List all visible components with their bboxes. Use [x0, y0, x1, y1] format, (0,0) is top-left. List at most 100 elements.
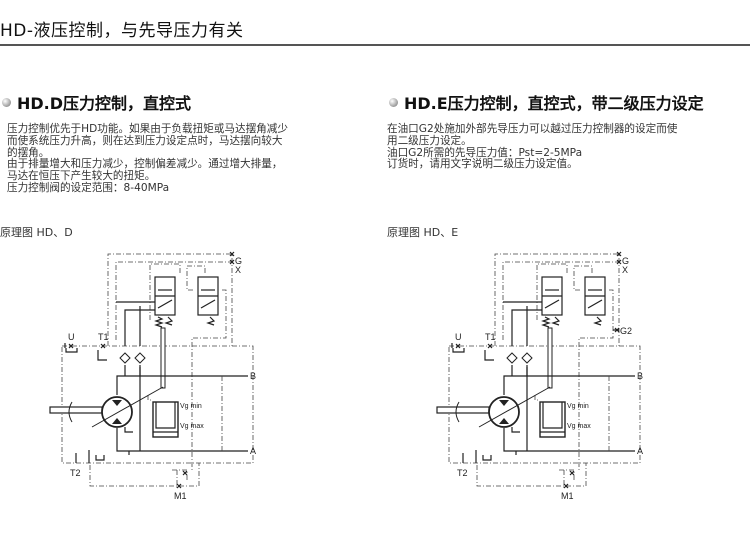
motor-shaft — [49, 406, 103, 414]
motor-flow-arrow — [499, 418, 509, 424]
label-vgmax: Vg max — [180, 423, 204, 430]
motor-icon — [101, 396, 133, 428]
label-t1: T1 — [485, 332, 496, 342]
bullet-icon — [2, 97, 11, 107]
tank-t1-icon — [97, 350, 107, 361]
label-b: B — [250, 371, 256, 381]
body-line: 订货时，请用文字说明二级压力设定值。 — [387, 158, 578, 171]
port-x — [229, 259, 235, 265]
body-line: 马达在恒压下产生较大的扭矩。 — [7, 170, 156, 183]
displacement-arrow — [478, 386, 551, 428]
body-line: 在油口G2处施加外部先导压力可以越过压力控制器的设定而使 — [387, 123, 678, 135]
diagram-label-hd-e: 原理图 HD、E — [387, 226, 459, 239]
tank-t2-icon — [95, 455, 105, 461]
section-heading-hd-d: HD.D压力控制，直控式 — [2, 90, 191, 114]
label-a: A — [250, 446, 256, 456]
heading-text: HD.E压力控制，直控式，带二级压力设定 — [404, 94, 704, 113]
drain-line — [172, 469, 188, 480]
tank-u-icon — [452, 348, 465, 353]
drain-line — [559, 469, 575, 480]
orifice — [182, 470, 188, 476]
label-vgmax: Vg max — [567, 423, 591, 430]
label-m1: M1 — [561, 491, 574, 501]
spring-icon — [206, 316, 216, 326]
drain-symbol — [511, 427, 520, 433]
body-line: 的摆角。 — [7, 146, 50, 159]
label-g: G — [235, 256, 242, 266]
port-g2 — [614, 327, 620, 333]
port-u — [455, 343, 461, 349]
spring-icon — [593, 316, 603, 326]
displacement-arrow — [91, 386, 164, 428]
pilot-line — [536, 263, 568, 320]
control-cylinder — [152, 401, 179, 438]
diagram-label-hd-d: 原理图 HD、D — [0, 226, 73, 239]
page-title: HD-液压控制，与先导压力有关 — [0, 21, 244, 41]
label-g2: G2 — [620, 326, 632, 336]
pilot-line — [186, 265, 206, 291]
line-a — [116, 428, 248, 452]
motor-icon — [488, 396, 520, 428]
drain-line-m1 — [476, 463, 587, 487]
housing-outline — [61, 345, 254, 464]
spring-icon — [541, 316, 551, 328]
body-line: 压力控制阀的设定范围：8-40MPa — [7, 181, 170, 194]
tank-t1-icon — [484, 350, 494, 361]
heading-text: HD.D压力控制，直控式 — [17, 94, 192, 113]
motor-flow-arrow — [112, 418, 122, 424]
drain-symbol — [124, 427, 133, 433]
line-b — [503, 375, 635, 395]
section-body-hd-e: 在油口G2处施加外部先导压力可以越过压力控制器的设定而使 用二级压力设定。 油口… — [387, 123, 678, 171]
body-line: 而使系统压力升高，则在达到压力设定点时，马达摆向较大 — [7, 134, 283, 147]
body-line: 油口G2所需的先导压力值：Pst=2-5MPa — [387, 146, 583, 159]
control-line — [511, 309, 542, 346]
valve-arrow — [587, 299, 603, 309]
rotation-arrow-icon — [455, 401, 460, 423]
label-t2: T2 — [70, 468, 81, 478]
control-rod — [160, 327, 166, 389]
body-line: 用二级压力设定。 — [387, 134, 472, 147]
port-g — [616, 251, 622, 257]
port-t1 — [100, 343, 106, 349]
pilot-line — [578, 289, 614, 470]
control-line — [124, 309, 155, 346]
piston — [542, 402, 563, 429]
body-line: 由于排量增大和压力减少，控制偏差减少。通过增大排量， — [7, 158, 283, 171]
rotation-arrow-icon — [68, 401, 73, 423]
tank-t2-icon — [482, 455, 492, 461]
port-t1 — [487, 343, 493, 349]
pilot-line — [147, 395, 153, 401]
pilot-line — [534, 395, 540, 401]
label-b: B — [637, 371, 643, 381]
spring-icon — [551, 316, 561, 326]
label-m1: M1 — [174, 491, 187, 501]
motor-flow-arrow — [112, 400, 122, 406]
body-line: 压力控制优先于HD功能。如果由于负载扭矩或马达摆角减少 — [7, 123, 288, 135]
pilot-line — [191, 289, 227, 470]
motor-flow-arrow — [499, 400, 509, 406]
section-body-hd-d: 压力控制优先于HD功能。如果由于负载扭矩或马达摆角减少 而使系统压力升高，则在达… — [7, 123, 288, 195]
label-vgmin: Vg min — [180, 403, 202, 410]
check-valve-icon — [134, 352, 146, 364]
title-divider — [0, 44, 750, 46]
check-valve-icon — [506, 352, 518, 364]
valve-arrow — [157, 299, 173, 309]
port-u — [68, 343, 74, 349]
port-x — [616, 259, 622, 265]
port-m1 — [176, 483, 182, 489]
check-valve-icon — [119, 352, 131, 364]
label-x: X — [622, 265, 628, 275]
valve-arrow — [544, 299, 560, 309]
control-cylinder — [539, 401, 566, 438]
bullet-icon — [389, 97, 398, 107]
port-m1 — [563, 483, 569, 489]
spring-icon — [154, 316, 164, 328]
label-vgmin: Vg min — [567, 403, 589, 410]
motor-shaft — [436, 406, 490, 414]
label-x: X — [235, 265, 241, 275]
label-g: G — [622, 256, 629, 266]
control-rod — [547, 327, 553, 389]
line-a — [503, 428, 635, 452]
